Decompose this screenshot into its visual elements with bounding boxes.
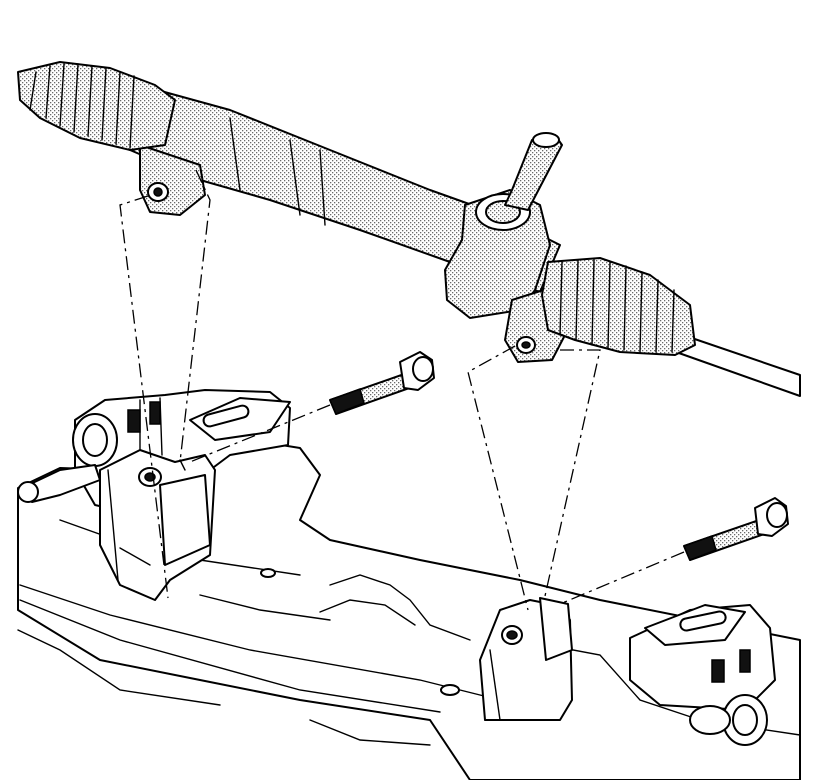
right-mount-bolt — [682, 497, 789, 561]
right-frame-bracket — [629, 604, 776, 746]
left-boot — [17, 61, 176, 151]
steering-gear — [129, 87, 801, 397]
right-mount-pedestal — [479, 597, 573, 721]
left-mount-pedestal — [99, 449, 216, 601]
left-mount-bolt — [328, 351, 435, 415]
alignment-lines — [119, 169, 685, 611]
right-boot — [541, 257, 696, 356]
